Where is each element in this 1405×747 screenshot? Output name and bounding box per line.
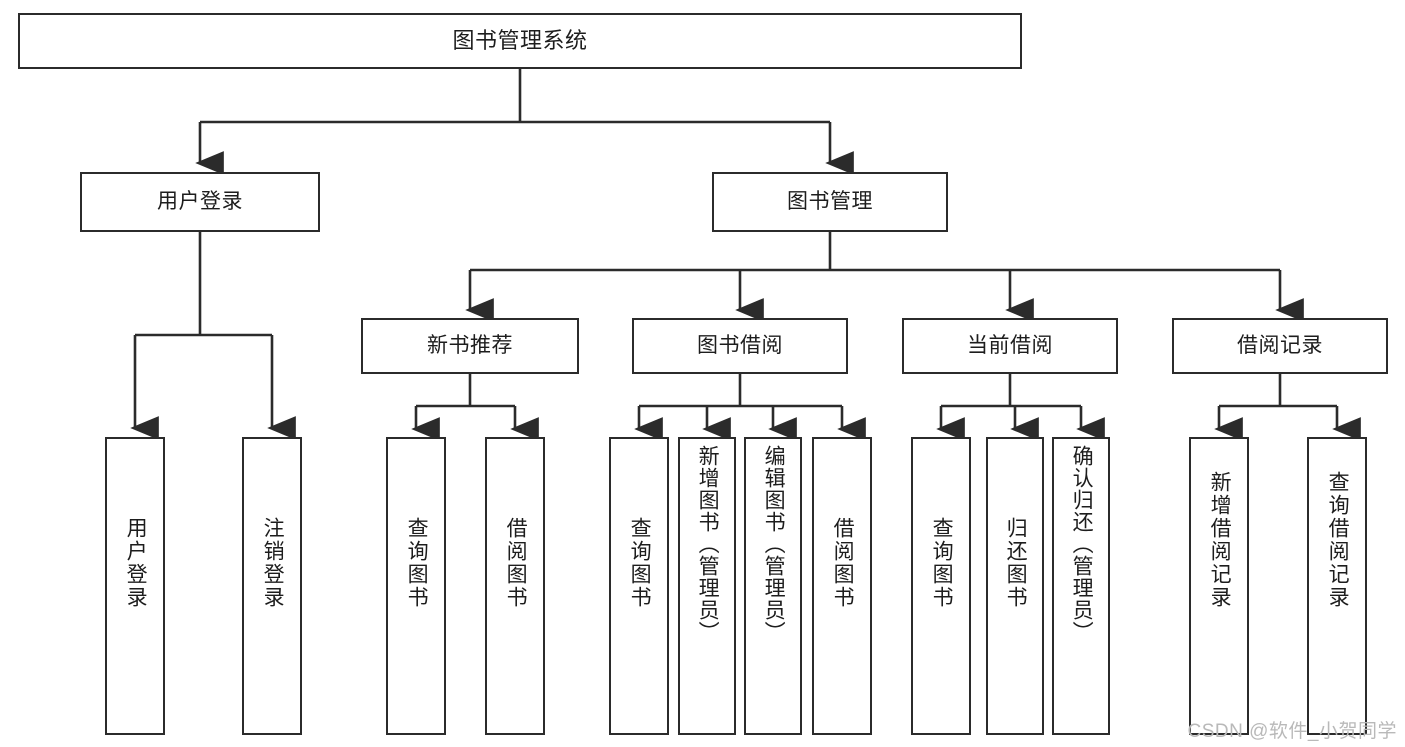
node-new-book-recommend[interactable]: 新书推荐 (361, 318, 579, 374)
node-root-system[interactable]: 图书管理系统 (18, 13, 1022, 69)
leaf-borrow-book-recommend[interactable]: 借阅图书 (485, 437, 545, 735)
leaf-edit-book-admin[interactable]: 编辑图书（管理员） (744, 437, 802, 735)
leaf-add-book-admin[interactable]: 新增图书（管理员） (678, 437, 736, 735)
node-label: 归还图书 (1004, 517, 1028, 609)
node-book-manage[interactable]: 图书管理 (712, 172, 948, 232)
node-label: 查询图书 (930, 517, 954, 609)
leaf-return-book[interactable]: 归还图书 (986, 437, 1044, 735)
node-label: 用户登录 (157, 190, 243, 214)
node-label: 借阅图书 (831, 517, 855, 609)
node-label: 编辑图书（管理员） (762, 445, 786, 643)
leaf-query-book-recommend[interactable]: 查询图书 (386, 437, 446, 735)
node-label: 查询图书 (405, 517, 429, 609)
node-label: 新书推荐 (427, 334, 513, 358)
leaf-add-borrow-record[interactable]: 新增借阅记录 (1189, 437, 1249, 735)
leaf-query-book-borrow[interactable]: 查询图书 (609, 437, 669, 735)
csdn-watermark: CSDN @软件_小贺同学 (1187, 721, 1397, 742)
node-label: 查询图书 (628, 517, 652, 609)
node-book-borrow[interactable]: 图书借阅 (632, 318, 848, 374)
leaf-logout-login[interactable]: 注销登录 (242, 437, 302, 735)
node-user-login[interactable]: 用户登录 (80, 172, 320, 232)
leaf-query-book-current[interactable]: 查询图书 (911, 437, 971, 735)
node-label: 用户登录 (124, 517, 148, 609)
node-label: 图书管理系统 (452, 27, 588, 53)
node-label: 当前借阅 (967, 334, 1053, 358)
node-label: 借阅记录 (1237, 334, 1323, 358)
leaf-confirm-return-admin[interactable]: 确认归还（管理员） (1052, 437, 1110, 735)
node-label: 新增借阅记录 (1208, 471, 1232, 609)
node-label: 图书借阅 (697, 334, 783, 358)
node-label: 注销登录 (261, 517, 285, 609)
node-borrow-records[interactable]: 借阅记录 (1172, 318, 1388, 374)
node-label: 图书管理 (787, 190, 873, 214)
node-label: 查询借阅记录 (1326, 471, 1350, 609)
leaf-borrow-book[interactable]: 借阅图书 (812, 437, 872, 735)
node-label: 借阅图书 (504, 517, 528, 609)
node-label: 新增图书（管理员） (696, 445, 720, 643)
node-current-borrow[interactable]: 当前借阅 (902, 318, 1118, 374)
node-label: 确认归还（管理员） (1070, 445, 1094, 643)
leaf-query-borrow-record[interactable]: 查询借阅记录 (1307, 437, 1367, 735)
leaf-user-login[interactable]: 用户登录 (105, 437, 165, 735)
